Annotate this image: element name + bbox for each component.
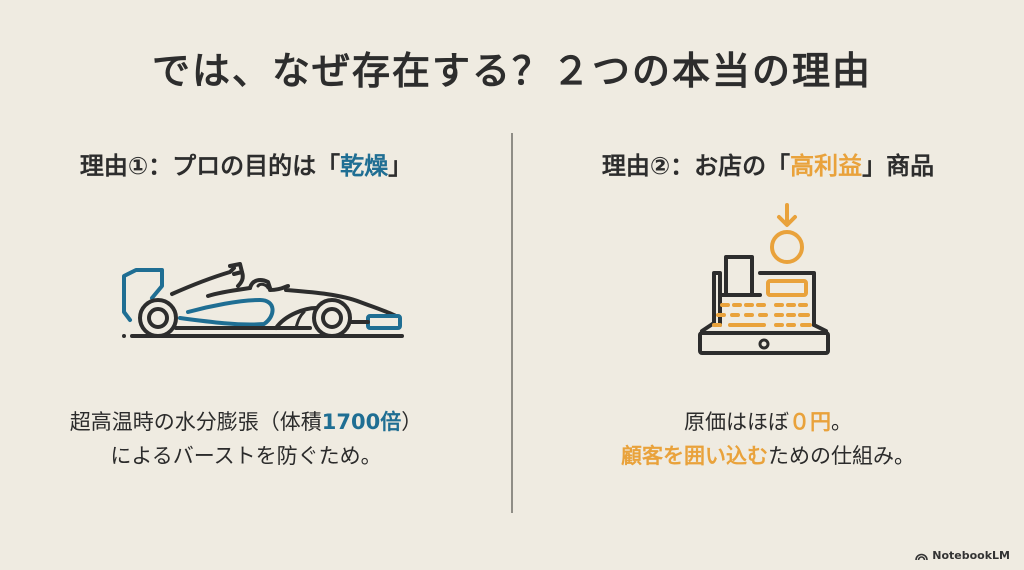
reason-2-desc-line2-suffix: ための仕組み。 [768, 444, 915, 468]
reason-1-desc-suffix: ） [401, 410, 423, 434]
reason-1-panel: 理由①：プロの目的は「乾燥」 [0, 146, 502, 473]
branding-label: NotebookLM [932, 549, 1010, 562]
reason-1-desc-prefix: 超高温時の水分膨張（体積 [69, 410, 322, 434]
reason-1-desc-line-1: 超高温時の水分膨張（体積1700倍） [0, 405, 502, 439]
reason-2-desc-accent: ０円 [789, 410, 831, 434]
race-car-icon [110, 250, 410, 350]
reason-1-heading-suffix: 」 [388, 152, 413, 180]
reason-2-heading-prefix: 理由②：お店の「 [601, 152, 791, 180]
reason-2-desc-suffix: 。 [831, 410, 852, 434]
cash-register-icon [680, 195, 850, 365]
notebooklm-logo-icon [915, 553, 929, 560]
reason-2-desc-line2-accent: 顧客を囲い込む [621, 444, 768, 468]
reason-1-heading-prefix: 理由①：プロの目的は「 [79, 152, 341, 180]
reason-2-heading: 理由②：お店の「高利益」商品 [512, 146, 1024, 181]
slide-title: では、なぜ存在する？２つの本当の理由 [151, 49, 872, 93]
reason-2-desc-prefix: 原価はほぼ [684, 410, 789, 434]
reason-2-heading-suffix: 」商品 [862, 152, 935, 180]
reason-2-description: 原価はほぼ０円。 顧客を囲い込むための仕組み。 [512, 405, 1024, 473]
reason-2-heading-accent: 高利益 [790, 152, 863, 180]
reason-1-heading-accent: 乾燥 [340, 152, 389, 180]
notebooklm-branding: NotebookLM [915, 549, 1010, 562]
center-divider [511, 133, 513, 513]
reason-2-desc-line-2: 顧客を囲い込むための仕組み。 [512, 439, 1024, 473]
reason-1-desc-line-2: によるバーストを防ぐため。 [110, 444, 382, 468]
reason-1-description: 超高温時の水分膨張（体積1700倍） によるバーストを防ぐため。 [0, 405, 502, 473]
reason-1-heading: 理由①：プロの目的は「乾燥」 [0, 146, 502, 181]
reason-1-desc-accent: 1700倍 [321, 410, 402, 434]
reason-2-desc-line-1: 原価はほぼ０円。 [512, 405, 1024, 439]
reason-2-panel: 理由②：お店の「高利益」商品 [512, 0, 1024, 570]
